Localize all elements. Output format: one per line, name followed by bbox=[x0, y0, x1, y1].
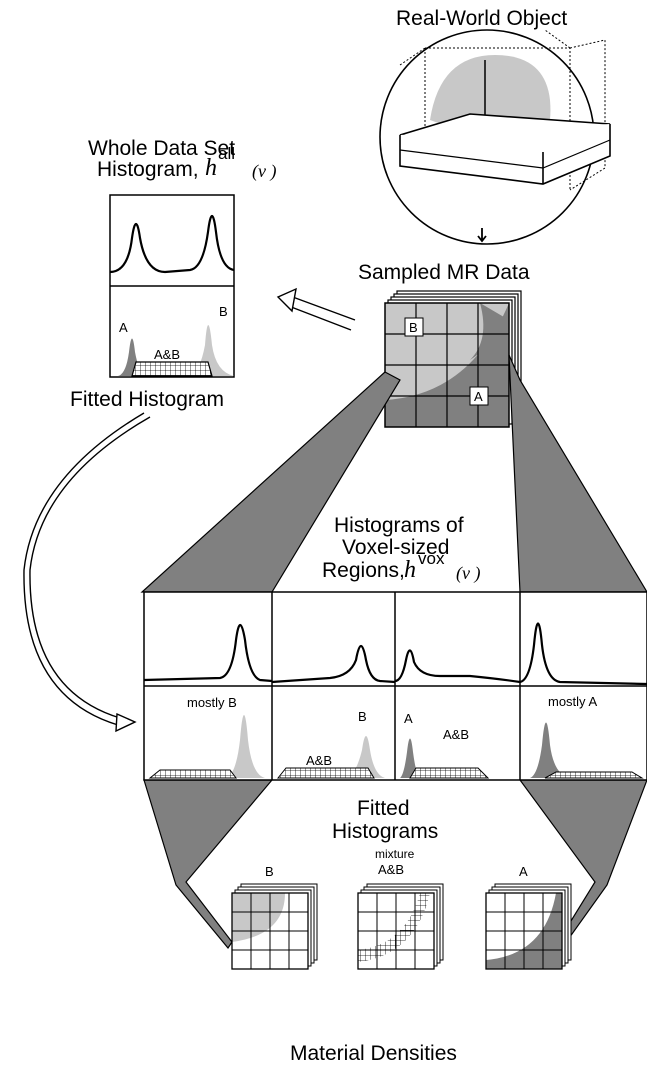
whole-hist-label-A: A bbox=[119, 320, 128, 335]
sampled-mr-data bbox=[384, 290, 522, 428]
real-world-object bbox=[379, 29, 611, 245]
md-label-B: B bbox=[265, 864, 274, 879]
title-fitted: Fitted bbox=[357, 797, 410, 820]
whole-hist-label-B: B bbox=[219, 304, 228, 319]
cell3-label-A: A bbox=[404, 711, 413, 726]
cell2-label-B: B bbox=[358, 709, 367, 724]
nu-symbol: (ν ) bbox=[252, 161, 277, 181]
title-real-world-object: Real-World Object bbox=[396, 7, 568, 30]
superscript-vox: vox bbox=[418, 549, 445, 568]
title-voxel-sized: Voxel-sized bbox=[342, 536, 450, 559]
mr-label-B: B bbox=[409, 320, 418, 335]
cell2-label-AB: A&B bbox=[306, 753, 333, 768]
whole-hist-label-AB: A&B bbox=[154, 347, 181, 362]
title-whole-data-set: Whole Data Set bbox=[88, 137, 236, 160]
title-histogram: Histogram, bbox=[97, 158, 199, 181]
projection-fan-right bbox=[508, 354, 647, 593]
material-density-A bbox=[485, 883, 572, 970]
title-histograms-of: Histograms of bbox=[334, 514, 464, 537]
md-label-A: A bbox=[519, 864, 528, 879]
h-symbol-vox: h bbox=[404, 557, 416, 583]
title-fitted-histogram: Fitted Histogram bbox=[70, 388, 225, 411]
md-label-mixture: mixture bbox=[375, 847, 415, 861]
down-arrow-icon bbox=[477, 228, 487, 243]
mr-label-A: A bbox=[474, 389, 483, 404]
title-regions: Regions, bbox=[322, 559, 405, 582]
double-arrow-to-histogram bbox=[276, 287, 356, 331]
material-density-mixture bbox=[357, 883, 444, 970]
material-density-B bbox=[231, 883, 318, 970]
title-material-densities: Material Densities bbox=[290, 1042, 457, 1065]
md-label-AB: A&B bbox=[378, 862, 405, 877]
superscript-all: all bbox=[218, 144, 236, 163]
nu-symbol-vox: (ν ) bbox=[456, 563, 481, 583]
title-sampled-mr-data: Sampled MR Data bbox=[358, 261, 530, 284]
cell1-mostly-B: mostly B bbox=[187, 695, 237, 710]
title-histograms: Histograms bbox=[332, 820, 439, 843]
curved-arrow bbox=[23, 412, 151, 733]
cell3-label-AB: A&B bbox=[443, 727, 470, 742]
whole-dataset-histogram-panel bbox=[109, 194, 235, 378]
voxel-histograms-panel bbox=[143, 591, 647, 781]
cell4-mostly-A: mostly A bbox=[548, 694, 598, 709]
h-symbol: h bbox=[205, 155, 217, 181]
